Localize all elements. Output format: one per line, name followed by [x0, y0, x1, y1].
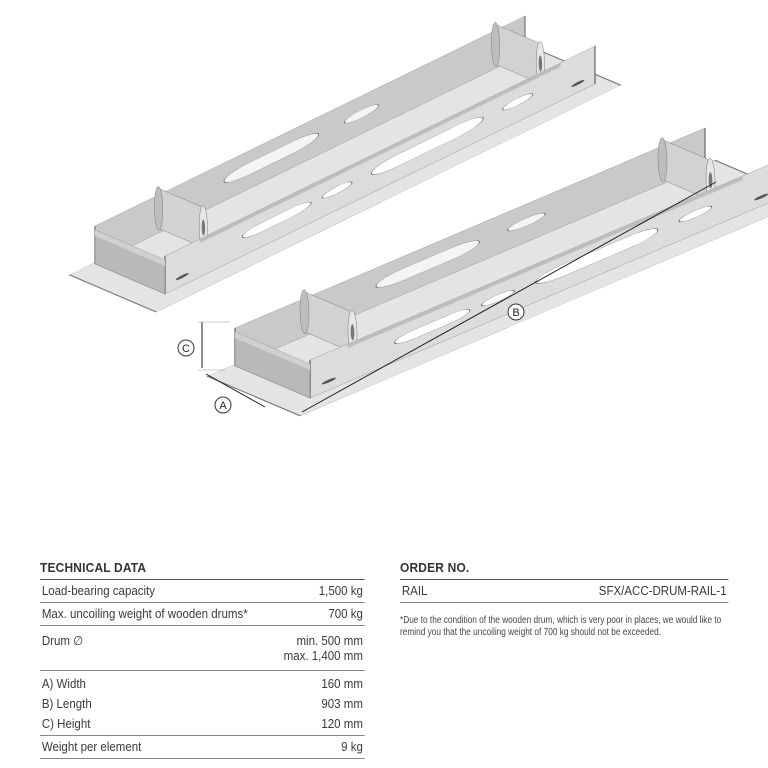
order-title: ORDER NO. — [400, 560, 729, 580]
drum-rail-front — [206, 127, 768, 417]
dimension-label-b: B — [507, 303, 525, 321]
dimension-lines — [198, 181, 717, 413]
table-row: B) Length 903 mm — [41, 697, 363, 711]
table-row: Load-bearing capacity 1,500 kg — [40, 580, 365, 603]
technical-data-title: TECHNICAL DATA — [40, 560, 365, 580]
svg-text:B: B — [512, 307, 519, 319]
table-row: Max. uncoiling weight of wooden drums* 7… — [40, 603, 365, 626]
table-row: A) Width 160 mm — [41, 677, 363, 691]
technical-data-table: TECHNICAL DATA Load-bearing capacity 1,5… — [40, 560, 365, 759]
drum-rail-back — [68, 15, 622, 313]
table-row: RAIL SFX/ACC-DRUM-RAIL-1 — [400, 580, 729, 603]
drum-rail-drawing: C A B — [68, 15, 768, 417]
svg-text:A: A — [219, 400, 227, 412]
dimension-label-a: A — [214, 396, 232, 414]
order-number-table: ORDER NO. RAIL SFX/ACC-DRUM-RAIL-1 *Due … — [400, 560, 729, 639]
svg-text:C: C — [182, 343, 190, 355]
footnote: *Due to the condition of the wooden drum… — [400, 615, 722, 638]
dimension-label-c: C — [177, 339, 195, 357]
table-row: Weight per element 9 kg — [40, 736, 365, 759]
table-row: C) Height 120 mm — [40, 713, 365, 736]
